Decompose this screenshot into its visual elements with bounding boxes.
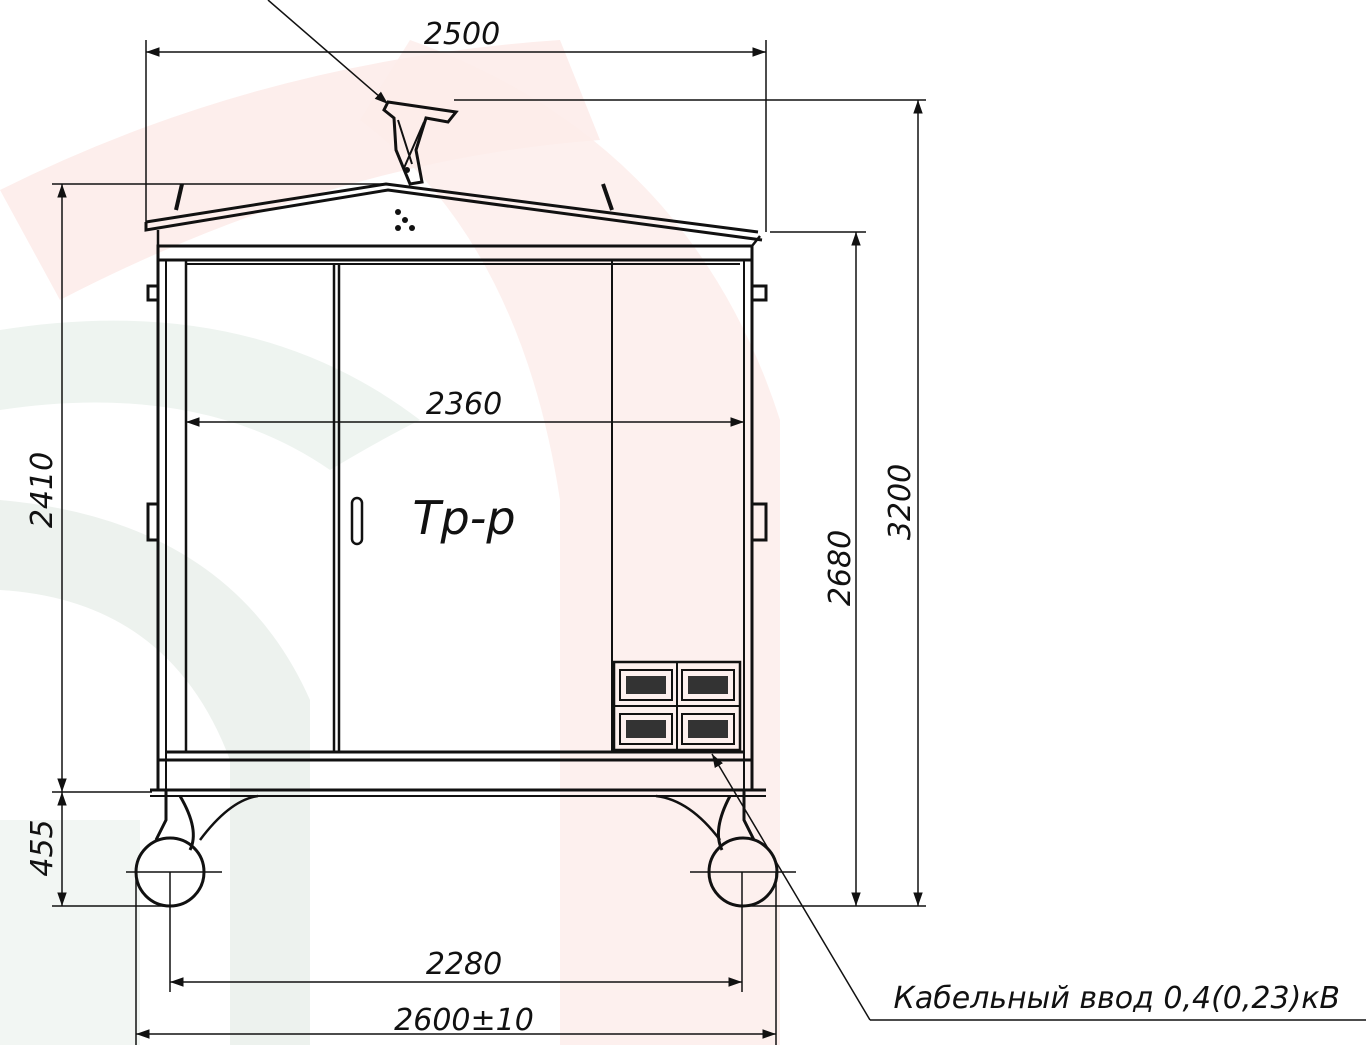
cable-entry-panel <box>612 660 742 752</box>
cable-entry-note: Кабельный ввод 0,4(0,23)кВ <box>894 981 1340 1016</box>
extension-lines <box>52 40 926 1045</box>
dim-left-height: 2410 <box>25 452 60 528</box>
watermark <box>0 40 780 1045</box>
unit-label: Тр-р <box>412 491 515 545</box>
dim-top-width: 2500 <box>424 17 500 52</box>
dim-inner-width: 2360 <box>426 387 502 422</box>
lifting-lug-icon <box>382 100 459 186</box>
cabinet-body <box>146 244 768 797</box>
dim-body-height: 2680 <box>823 530 858 606</box>
dim-wheel-track: 2280 <box>426 947 502 982</box>
dim-overall-width: 2600±10 <box>394 1003 534 1038</box>
dim-total-height: 3200 <box>883 464 918 540</box>
dimension-lines <box>57 47 923 1039</box>
right-wheel-icon <box>655 790 796 908</box>
leader-lines <box>267 0 1366 1021</box>
dim-base-height: 455 <box>25 819 60 876</box>
